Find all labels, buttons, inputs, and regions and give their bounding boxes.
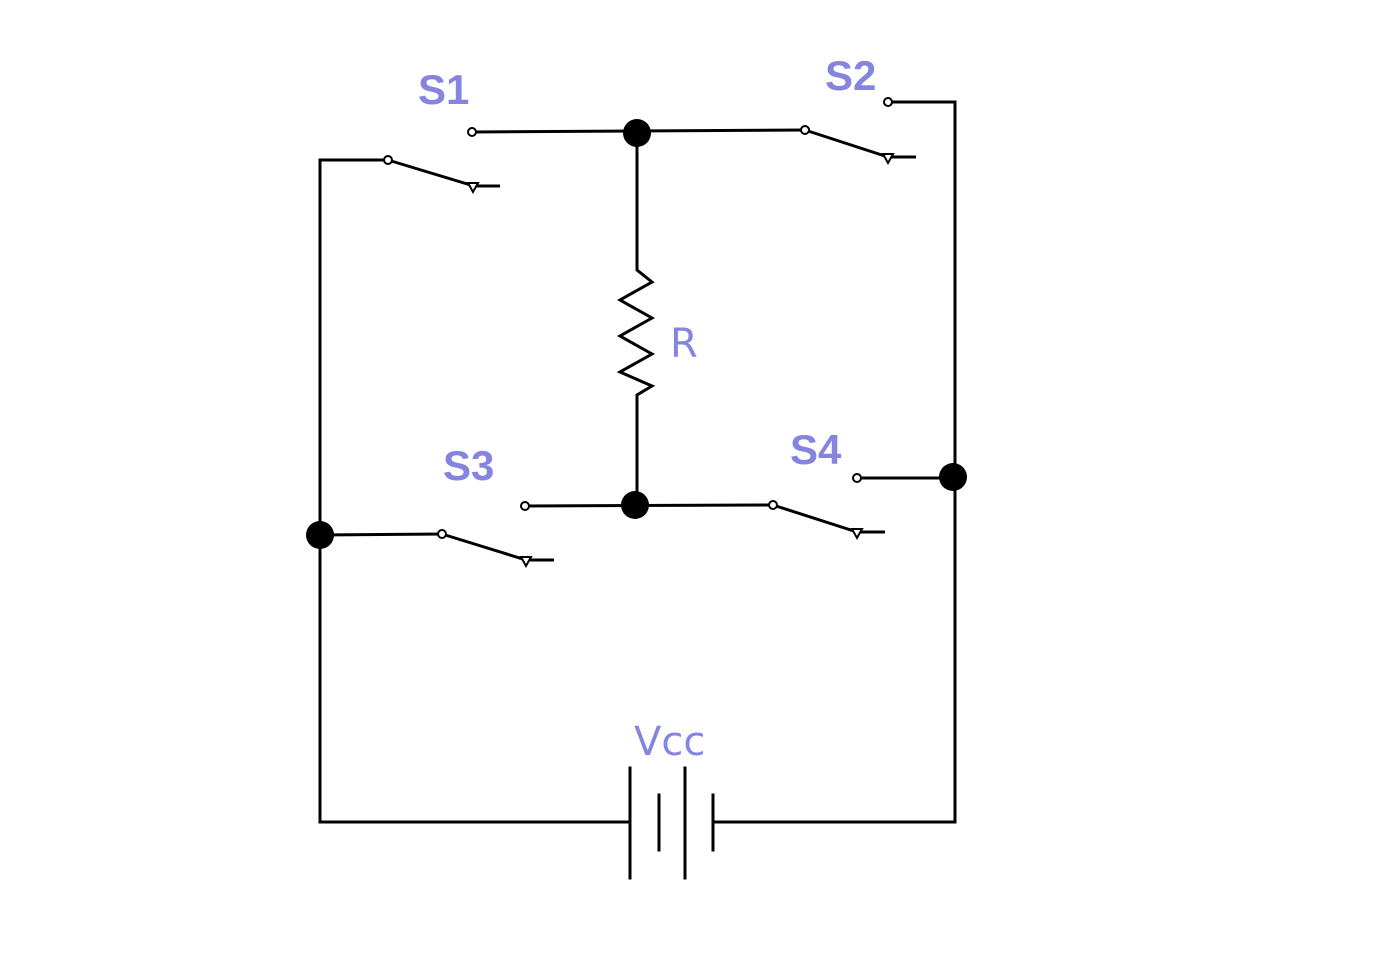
label-resistor-r: R	[670, 321, 698, 367]
label-s3: S3	[443, 442, 494, 489]
junction-bottom-node	[621, 491, 649, 519]
switch-s3-contact	[520, 501, 530, 511]
label-source-vcc: Vcc	[634, 719, 705, 765]
label-s1: S1	[418, 66, 469, 113]
switch-s2-arrow	[881, 153, 895, 166]
switch-s2-contact	[883, 97, 893, 107]
switch-s1-contact	[467, 127, 477, 137]
switch-s3-pivot	[437, 529, 447, 539]
switch-s2-pivot	[800, 125, 810, 135]
switch-s2-lever	[804, 128, 916, 159]
switch-s2	[800, 97, 916, 166]
switch-s1-pivot	[383, 155, 393, 165]
switch-s4-arrow	[850, 528, 864, 541]
battery-vcc	[628, 766, 715, 880]
left-rail-wire	[318, 158, 630, 824]
resistor-zigzag	[616, 131, 656, 507]
switch-s4	[768, 473, 885, 541]
label-s2: S2	[825, 52, 876, 99]
switch-s1-arrow	[466, 182, 480, 195]
switch-s1	[383, 127, 500, 195]
switch-s1-lever	[387, 158, 500, 188]
switch-s4-lever	[772, 503, 885, 534]
s3-feed-wire	[318, 532, 444, 537]
switch-s3-lever	[441, 532, 554, 562]
junction-right-rail	[939, 463, 967, 491]
label-s4: S4	[790, 426, 842, 473]
switch-s4-pivot	[768, 500, 778, 510]
switch-s3	[437, 501, 554, 569]
switch-s3-arrow	[519, 556, 533, 569]
junction-top-node	[623, 119, 651, 147]
bottom-node-wire	[523, 503, 775, 508]
right-rail-wire	[712, 100, 957, 824]
junction-left-rail	[306, 521, 334, 549]
switch-s4-contact	[852, 473, 862, 483]
